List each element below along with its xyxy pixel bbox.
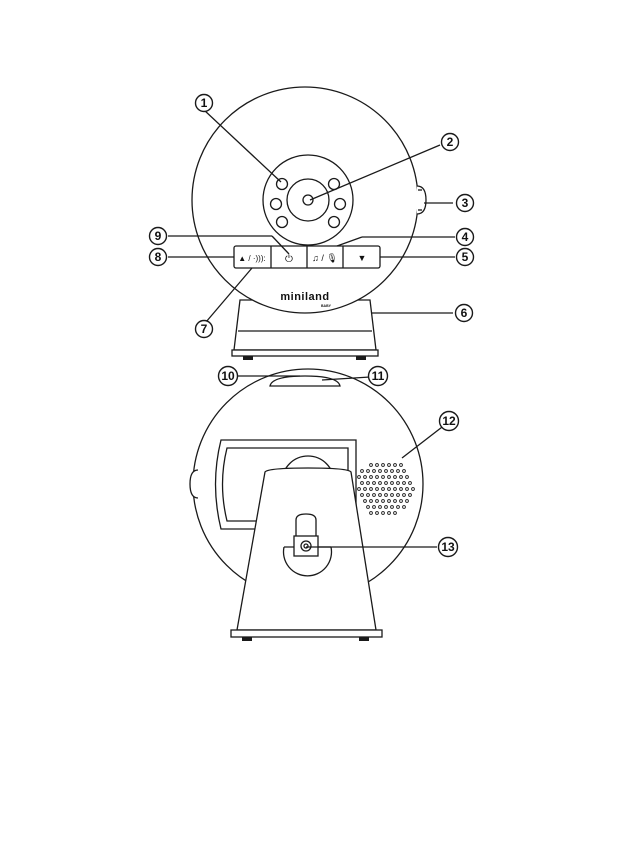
callout-number: 3	[462, 196, 469, 210]
callout-11: 11	[369, 367, 388, 386]
callout-3: 3	[457, 195, 474, 212]
brand-sub: BABY	[321, 304, 332, 308]
callout-6: 6	[456, 305, 473, 322]
callout-number: 11	[372, 369, 385, 383]
callout-8: 8	[150, 249, 167, 266]
callout-number: 10	[221, 369, 235, 383]
front-camera-body	[192, 87, 418, 313]
control-panel: ▲ / ·))): ⏻ ♫ / 🎙 ▼	[234, 246, 380, 268]
callout-10: 10	[219, 367, 238, 386]
callout-7: 7	[196, 321, 213, 338]
callout-number: 8	[155, 250, 162, 264]
callout-number: 9	[155, 229, 162, 243]
callout-number: 5	[462, 250, 469, 264]
callout-2: 2	[442, 134, 459, 151]
callout-5: 5	[457, 249, 474, 266]
callout-number: 12	[442, 414, 456, 428]
brand-logo: miniland	[280, 291, 329, 303]
callout-number: 7	[201, 322, 208, 336]
music-talk-button[interactable]: ♫ / 🎙	[312, 253, 338, 263]
callout-12: 12	[440, 412, 459, 431]
callout-9: 9	[150, 228, 167, 245]
volume-down-button[interactable]: ▼	[358, 253, 367, 263]
callout-number: 6	[461, 306, 468, 320]
front-view: ▲ / ·))): ⏻ ♫ / 🎙 ▼ miniland BABY	[192, 87, 426, 360]
callout-13: 13	[439, 538, 458, 557]
power-button[interactable]: ⏻	[285, 254, 293, 265]
callout-number: 4	[462, 230, 469, 244]
callout-number: 2	[447, 135, 454, 149]
back-view	[190, 369, 423, 641]
volume-up-vox-button[interactable]: ▲ / ·))):	[238, 254, 265, 263]
callout-number: 1	[201, 96, 208, 110]
callout-4: 4	[457, 229, 474, 246]
callout-number: 13	[441, 540, 455, 554]
callout-1: 1	[196, 95, 213, 112]
